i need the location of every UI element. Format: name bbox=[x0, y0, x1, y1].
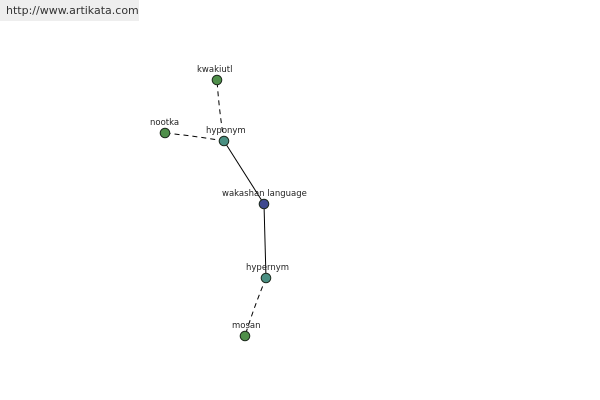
labels: kwakiutl nootka hyponym wakashan languag… bbox=[150, 65, 307, 331]
label-nootka[interactable]: nootka bbox=[150, 118, 179, 128]
edges bbox=[164, 79, 267, 337]
label-mosan[interactable]: mosan bbox=[232, 321, 261, 331]
node-wakashan-language[interactable] bbox=[258, 198, 270, 210]
node-hyponym[interactable] bbox=[218, 135, 230, 147]
node-nootka[interactable] bbox=[159, 127, 171, 139]
node-hypernym[interactable] bbox=[260, 272, 272, 284]
edge-center-hypernym bbox=[263, 203, 267, 279]
node-mosan[interactable] bbox=[239, 330, 251, 342]
edge-center-hyponym bbox=[223, 140, 265, 205]
site-url-banner[interactable]: http://www.artikata.com bbox=[0, 0, 139, 21]
label-hyponym[interactable]: hyponym bbox=[206, 126, 246, 136]
node-kwakiutl[interactable] bbox=[211, 74, 223, 86]
nodes bbox=[159, 74, 272, 342]
label-hypernym[interactable]: hypernym bbox=[246, 263, 289, 273]
label-kwakiutl[interactable]: kwakiutl bbox=[197, 65, 232, 75]
label-wakashan-language[interactable]: wakashan language bbox=[222, 189, 307, 199]
